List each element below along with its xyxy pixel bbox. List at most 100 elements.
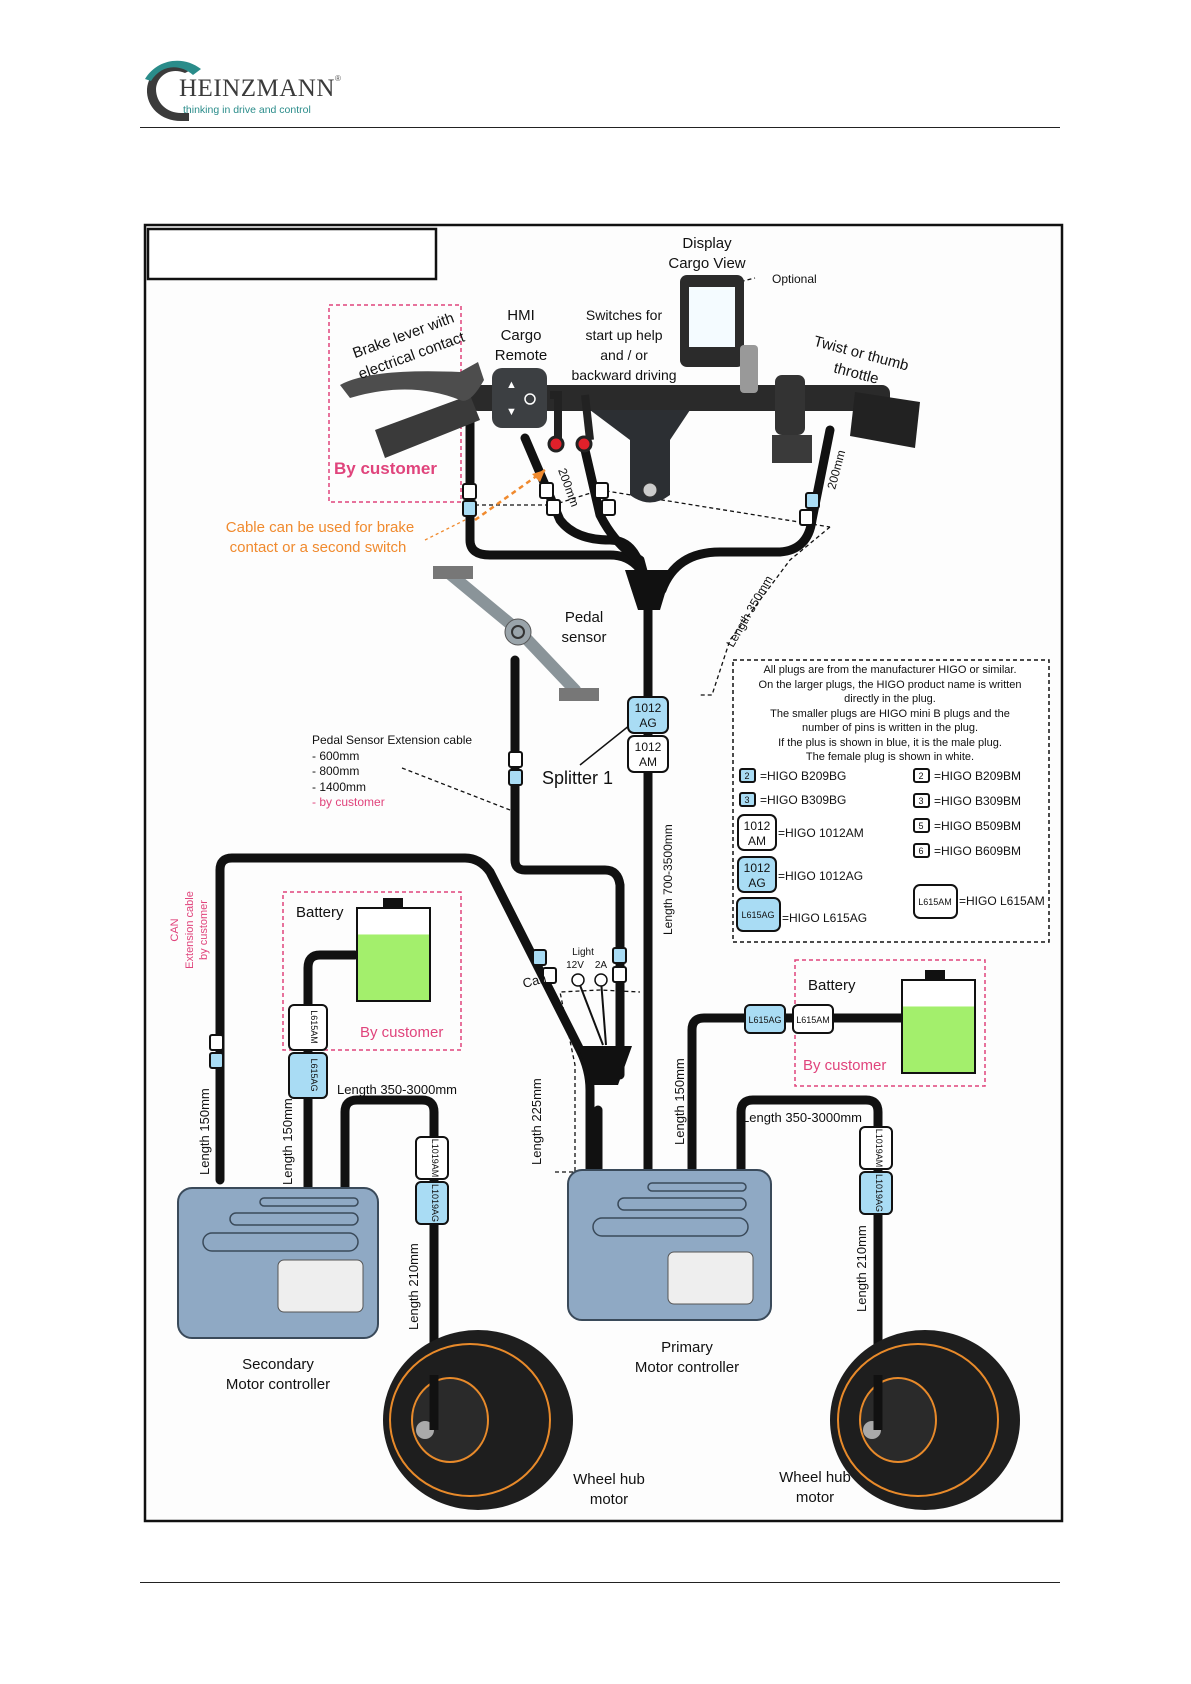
- display-optional: Optional: [772, 272, 817, 286]
- battery-left-customer: By customer: [360, 1024, 443, 1041]
- plug-3-canext-female: [209, 1034, 224, 1051]
- pedal-ext-opt-3: - 1400mm: [312, 780, 366, 794]
- legend-right-4: =HIGO B609BM: [934, 844, 1021, 858]
- plug-3-canext-male: [209, 1052, 224, 1069]
- svg-text:L1019AG: L1019AG: [430, 1184, 440, 1222]
- svg-text:3: 3: [744, 795, 749, 805]
- splitter1-leader: [579, 724, 631, 766]
- plug-l615ag-left: [288, 1052, 328, 1099]
- legend-left-1: =HIGO B209BG: [760, 769, 846, 783]
- pedal-ext-opt-1: - 600mm: [312, 749, 359, 763]
- battery-left-title: Battery: [296, 904, 344, 921]
- hmi-label-3: Remote: [495, 347, 548, 364]
- switch-2-button: [575, 435, 593, 453]
- brake-lever: [340, 362, 484, 401]
- plug-l1019ag-left: [415, 1181, 449, 1225]
- brake-by-customer: By customer: [334, 459, 437, 478]
- svg-text:L1019AM: L1019AM: [874, 1129, 884, 1168]
- brand-name: HEINZMANN: [179, 75, 335, 102]
- light-wires: [577, 979, 607, 1046]
- plug-l1019am-left: [415, 1136, 449, 1180]
- hub-motor-right-icon: [830, 1330, 1020, 1510]
- hub-left-label-2: motor: [590, 1491, 628, 1508]
- hmi-remote: [492, 368, 547, 428]
- plug-5-splitter-female: [612, 966, 627, 983]
- hmi-up-icon: ▲: [506, 379, 517, 391]
- legend-right-2: =HIGO B309BM: [934, 794, 1021, 808]
- logo-swoosh-icon: [145, 60, 201, 121]
- battery-left-icon: [356, 898, 431, 1002]
- legend-plug-2-male: [739, 768, 756, 783]
- throttle-lever: [772, 435, 812, 463]
- plug-2-switch-female: [594, 482, 609, 499]
- svg-text:AG: AG: [639, 716, 656, 730]
- switches-label-1: Switches for: [586, 307, 663, 323]
- legend-plug-1012ag: [737, 856, 777, 893]
- primary-controller-label-1: Primary: [661, 1339, 713, 1356]
- legend-left-5: =HIGO L615AG: [782, 911, 867, 925]
- svg-text:L1019AG: L1019AG: [874, 1174, 884, 1212]
- cable-throttle: [657, 425, 835, 595]
- pedal-label-2: sensor: [561, 629, 606, 646]
- legend-right-1: =HIGO B209BM: [934, 769, 1021, 783]
- light-title: Light: [572, 947, 594, 958]
- splitter-2-body: [578, 1046, 632, 1085]
- legend-note-6: If the plus is shown in blue, it is the …: [778, 737, 1002, 749]
- cable-pedal: [510, 655, 625, 1080]
- cable-switch: [580, 445, 653, 595]
- svg-text:1012: 1012: [744, 861, 771, 875]
- plug-3-can-male: [532, 949, 547, 966]
- orange-leader: [424, 519, 466, 541]
- plug-2-switch-male: [601, 499, 616, 516]
- plug-5-pedal-male: [508, 769, 523, 786]
- legend-plug-3-female: [913, 793, 930, 808]
- cable-battery-left: [303, 950, 360, 1195]
- secondary-controller-label-1: Secondary: [242, 1356, 314, 1373]
- svg-text:3: 3: [918, 796, 923, 806]
- throttle-grip: [850, 392, 920, 448]
- battery-right-customer: By customer: [803, 1057, 886, 1074]
- plug-5-splitter-male: [612, 947, 627, 964]
- legend-note-7: The female plug is shown in white.: [806, 751, 974, 763]
- svg-text:1012: 1012: [635, 740, 662, 754]
- primary-battery-length: Length 150mm: [672, 1058, 687, 1145]
- cable-motor-left: [340, 1095, 439, 1385]
- can-ext-1: CAN: [169, 918, 181, 941]
- battery-right-title: Battery: [808, 977, 856, 994]
- svg-text:1012: 1012: [744, 819, 771, 833]
- stem-bolt: [642, 482, 658, 498]
- cable-note-1: Cable can be used for brake: [226, 519, 414, 536]
- svg-text:6: 6: [918, 846, 923, 856]
- legend-right-5: =HIGO L615AM: [959, 894, 1045, 908]
- secondary-controller-label-2: Motor controller: [226, 1376, 330, 1393]
- splitter2-length: Length 225mm: [529, 1078, 544, 1165]
- light-plus-terminal: [571, 973, 585, 987]
- legend-plug-1012am: [737, 814, 777, 851]
- cable-battery-right: [687, 1013, 910, 1175]
- brake-customer-box: [328, 304, 462, 503]
- plug-6-hmi-female: [539, 482, 554, 499]
- registered-mark: ®: [335, 74, 341, 83]
- legend-note-4: The smaller plugs are HIGO mini B plugs …: [770, 708, 1010, 720]
- plug-l1019ag-right: [859, 1171, 893, 1215]
- pedal-ext-title: Pedal Sensor Extension cable: [312, 733, 472, 747]
- can-secondary-length: Length 150mm: [197, 1088, 212, 1175]
- plug-3-throttle-female: [799, 509, 814, 526]
- hmi-power-icon: [524, 393, 536, 405]
- switches-label-3: and / or: [600, 347, 648, 363]
- plug-l615am-right: [792, 1004, 834, 1034]
- svg-text:5: 5: [918, 821, 923, 831]
- primary-controller-label-2: Motor controller: [635, 1359, 739, 1376]
- legend-note-5: number of pins is written in the plug.: [802, 722, 978, 734]
- legend-plug-3-male: [739, 792, 756, 807]
- legend-plug-2-female: [913, 768, 930, 783]
- plug-5-pedal-female: [508, 751, 523, 768]
- legend-plug-l615am: [913, 884, 958, 919]
- legend-plug-6-female: [913, 843, 930, 858]
- plugs: 1012 AG 1012 AM L615AM L615AG L615AG L61…: [209, 482, 893, 1225]
- brake-grip: [375, 395, 480, 458]
- header-rule: [140, 127, 1060, 128]
- pedal-label-1: Pedal: [565, 609, 603, 626]
- svg-text:1012: 1012: [635, 701, 662, 715]
